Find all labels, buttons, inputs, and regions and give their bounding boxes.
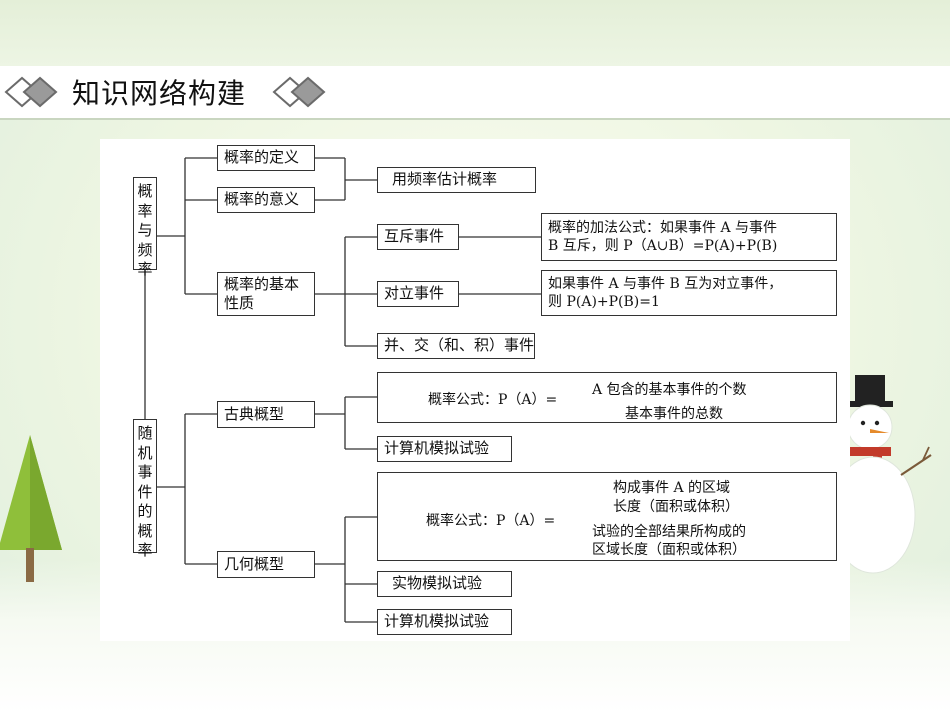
- root-1-char: 率: [137, 201, 153, 220]
- geometric-formula-label: 概率公式：P（A）=: [426, 513, 556, 529]
- basic-property-line: 概率的基本: [224, 274, 300, 293]
- root-1-char: 频: [137, 240, 153, 259]
- definition-node: 概率的定义: [217, 145, 315, 171]
- root-1-char: 概: [137, 182, 153, 200]
- addition-formula-line: B 互斥，则 P（A∪B）=P(A)+P(B): [548, 238, 778, 254]
- meaning-node: 概率的意义: [217, 187, 315, 213]
- basic-property-line: 性质: [224, 294, 255, 312]
- mutex-event-node: 互斥事件: [377, 224, 459, 250]
- classical-formula-denominator: 基本事件的总数: [625, 406, 723, 422]
- opposite-formula-line: 则 P(A)+P(B)=1: [548, 294, 660, 310]
- addition-formula-line: 概率的加法公式：如果事件 A 与事件: [548, 219, 778, 236]
- opposite-formula-line: 如果事件 A 与事件 B 互为对立事件，: [548, 275, 783, 292]
- classical-formula-label: 概率公式：P（A）=: [428, 392, 558, 408]
- computer-simulation-node-1: 计算机模拟试验: [377, 436, 512, 462]
- geometric-formula-numerator: 构成事件 A 的区域: [613, 480, 731, 496]
- classical-formula-numerator: A 包含的基本事件的个数: [592, 382, 747, 398]
- left-diamond-icon: [4, 76, 58, 108]
- union-intersection-node: 并、交（和、积）事件: [377, 333, 535, 359]
- basic-property-node: 概率的基本 性质: [217, 272, 315, 316]
- geometric-formula-denominator: 区域长度（面积或体积）: [592, 542, 746, 558]
- classical-formula-node: [377, 372, 837, 423]
- root-2-char: 件: [137, 482, 153, 501]
- root-2-char: 率: [137, 541, 153, 559]
- geometric-formula-node: [377, 472, 837, 561]
- root-random-event-box: 随 机 事 件 的 概 率: [133, 419, 157, 559]
- right-diamond-icon: [272, 76, 326, 108]
- addition-formula-node: 概率的加法公式：如果事件 A 与事件 B 互斥，则 P（A∪B）=P(A)+P(…: [541, 213, 837, 261]
- computer-simulation-node-2: 计算机模拟试验: [377, 609, 512, 635]
- root-frequency-box: 概 率 与 频 率: [133, 177, 157, 278]
- root-2-char: 事: [137, 463, 153, 481]
- geometric-model-node: 几何概型: [217, 551, 315, 578]
- header-bar: [0, 66, 950, 120]
- root-2-char: 的: [137, 502, 153, 520]
- top-background-band: [0, 0, 950, 66]
- opposite-event-node: 对立事件: [377, 281, 459, 307]
- physical-simulation-node: 实物模拟试验: [377, 571, 512, 597]
- root-2-char: 随: [137, 424, 153, 442]
- opposite-formula-node: 如果事件 A 与事件 B 互为对立事件， 则 P(A)+P(B)=1: [541, 270, 837, 316]
- frequency-estimate-node: 用频率估计概率: [377, 167, 536, 193]
- root-2-char: 机: [137, 443, 153, 462]
- geometric-formula-denominator: 试验的全部结果所构成的: [592, 524, 746, 540]
- header-ornaments: [4, 76, 326, 108]
- root-1-char: 与: [137, 221, 153, 239]
- tree-icon: [0, 435, 62, 582]
- snowman-icon: [845, 375, 932, 574]
- page-title: 知识网络构建: [72, 77, 247, 110]
- geometric-formula-numerator: 长度（面积或体积）: [613, 499, 739, 515]
- classical-model-node: 古典概型: [217, 401, 315, 428]
- root-1-char: 率: [137, 260, 153, 278]
- root-2-char: 概: [137, 521, 153, 540]
